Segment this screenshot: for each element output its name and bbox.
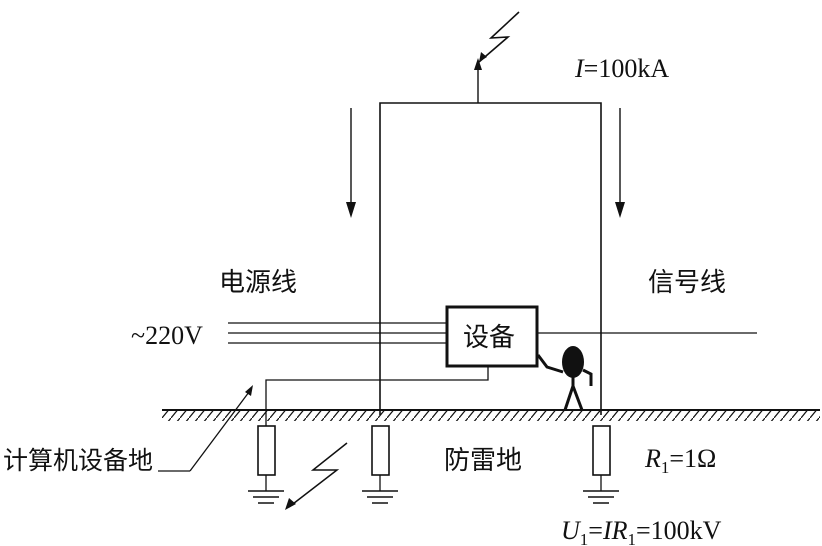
discharge-arrowhead [285,498,296,510]
right-down-arrow [615,108,625,218]
lightning-bolt-icon [478,11,520,63]
computer-ground-label: 计算机设备地 [3,446,153,475]
bolt-arrowhead [479,52,487,62]
voltage-label: ~220V [131,321,203,350]
power-lines [228,322,447,344]
resistance-label: R1=1Ω [644,444,716,477]
equipment-label: 设备 [463,323,515,353]
signal-line-label: 信号线 [648,268,726,298]
building-frame [379,102,602,415]
person-icon [536,346,593,411]
lightning-ground-label: 防雷地 [444,446,522,476]
ground-discharge-bolt-icon [288,442,348,508]
equipment-ground-wire [265,366,489,426]
power-line-label: 电源线 [219,268,297,298]
lightning-ground-electrode-left [362,425,398,504]
computer-ground-electrode [248,425,284,504]
computer-ground-leader [158,385,253,472]
equipment-box [445,305,539,368]
lightning-ground-electrode-right [583,425,619,504]
left-down-arrow [346,108,356,218]
upward-arrowhead [474,58,482,70]
ground-hatching [162,410,820,421]
current-label: I=100kA [574,54,669,83]
voltage-rise-label: U1=IR1=100kV [561,516,722,546]
